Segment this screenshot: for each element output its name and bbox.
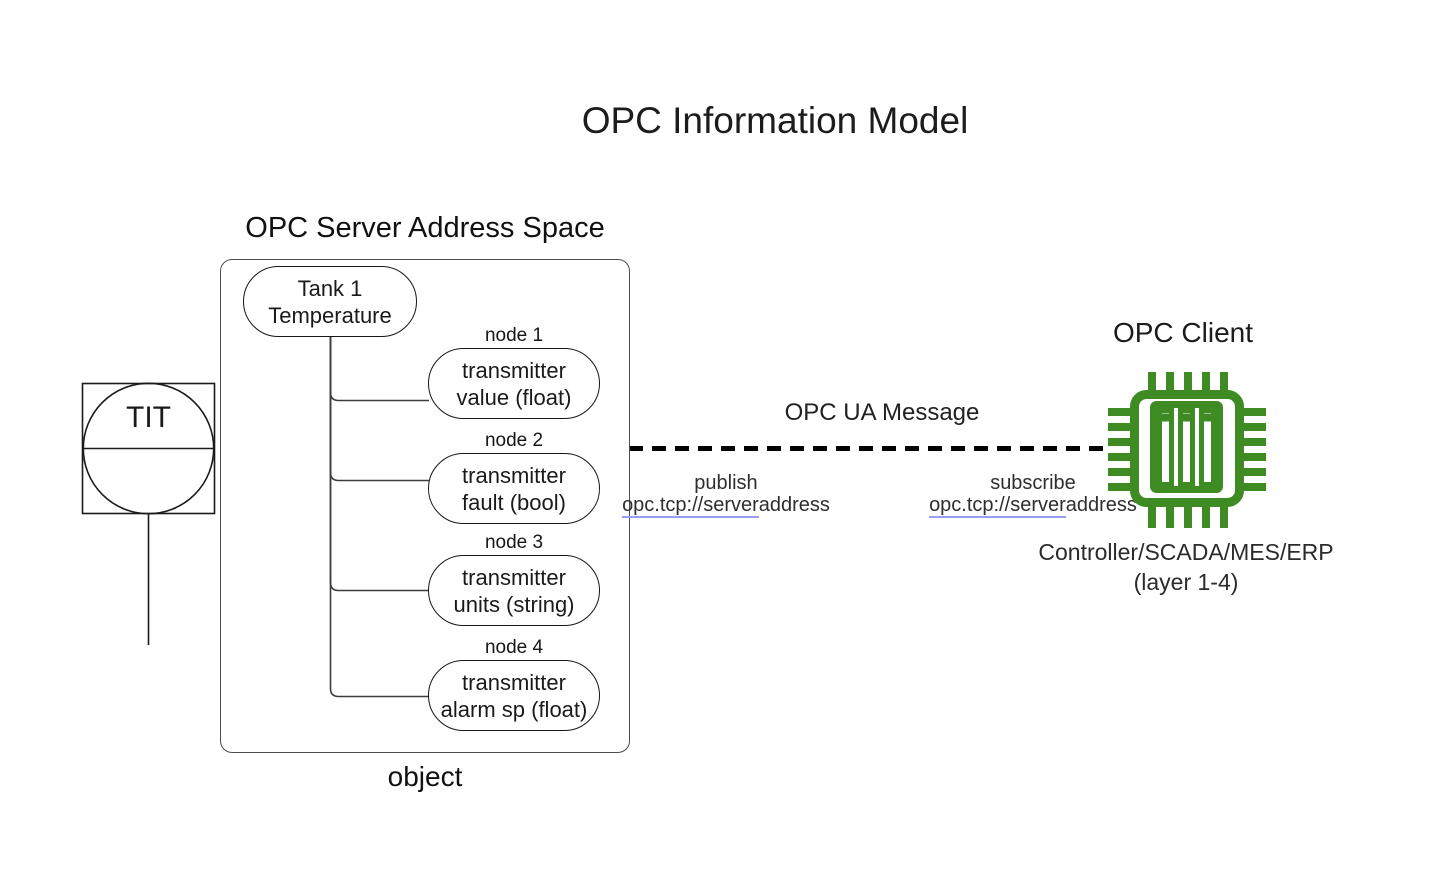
subscribe-address-rest: address <box>1065 494 1137 516</box>
opc-ua-message-label: OPC UA Message <box>784 399 980 426</box>
tree-root-line2: Temperature <box>268 302 392 328</box>
page-title: OPC Information Model <box>581 100 969 141</box>
node-1-line1: transmitter <box>462 357 566 383</box>
opc-server-box <box>220 259 630 753</box>
node-4-line1: transmitter <box>462 669 566 695</box>
node-3-line2: units (string) <box>453 591 575 617</box>
subscribe-endpoint: subscribe opc.tcp://serveraddress <box>923 472 1143 518</box>
node-3-line1: transmitter <box>462 564 566 590</box>
client-caption: Controller/SCADA/MES/ERP (layer 1-4) <box>1036 537 1336 597</box>
node-2-line1: transmitter <box>462 462 566 488</box>
subscribe-address-link: opc.tcp://serveraddress <box>923 494 1143 518</box>
chip-slot-squares <box>1161 413 1212 422</box>
node-label-1: node 1 <box>484 325 544 346</box>
instrument-tag-label: TIT <box>126 401 171 434</box>
node-label-4: node 4 <box>484 637 544 658</box>
opc-client-chip-icon <box>1108 372 1266 528</box>
tree-root-line1: Tank 1 <box>297 275 363 301</box>
tree-node-3: transmitter units (string) <box>428 555 600 626</box>
publish-address-link: opc.tcp://serveraddress <box>616 494 836 518</box>
subscribe-address-underlined: opc.tcp://server <box>929 494 1066 518</box>
tree-node-4: transmitter alarm sp (float) <box>428 660 600 731</box>
tree-node-2: transmitter fault (bool) <box>428 453 600 524</box>
client-caption-line1: Controller/SCADA/MES/ERP <box>1038 539 1334 565</box>
client-caption-line2: (layer 1-4) <box>1133 569 1239 595</box>
node-label-2: node 2 <box>484 430 544 451</box>
node-4-line2: alarm sp (float) <box>440 696 588 722</box>
chip-pins <box>1108 372 1266 528</box>
subscribe-action-label: subscribe <box>990 472 1076 494</box>
publish-address-underlined: opc.tcp://server <box>622 494 759 518</box>
node-2-line2: fault (bool) <box>462 489 566 515</box>
server-address-space-heading: OPC Server Address Space <box>245 212 605 244</box>
publish-endpoint: publish opc.tcp://serveraddress <box>616 472 836 518</box>
opc-client-heading: OPC Client <box>1112 317 1254 348</box>
chip-slot-bars <box>1157 408 1216 487</box>
node-1-line2: value (float) <box>456 384 572 410</box>
object-caption: object <box>387 761 463 792</box>
tree-root-node: Tank 1 Temperature <box>243 266 417 337</box>
node-label-3: node 3 <box>484 532 544 553</box>
publish-address-rest: address <box>758 494 830 516</box>
publish-action-label: publish <box>694 472 758 494</box>
tree-node-1: transmitter value (float) <box>428 348 600 419</box>
